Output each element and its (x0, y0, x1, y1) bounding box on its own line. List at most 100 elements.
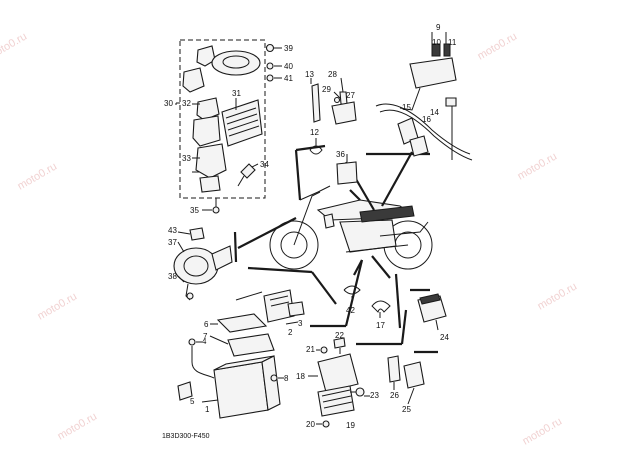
callout-24: 24 (440, 333, 449, 342)
callout-10: 10 (432, 38, 441, 47)
callout-2: 2 (288, 328, 293, 337)
callout-14: 14 (430, 108, 439, 117)
cdi-unit (221, 99, 263, 147)
battery-cover-7 (227, 333, 275, 357)
callout-30: 30 (164, 99, 173, 108)
grommet-23 (355, 387, 365, 397)
watermark-text: moto0.ru (476, 30, 520, 62)
watermark-text: moto0.ru (56, 410, 100, 442)
seat (359, 205, 415, 223)
callout-25: 25 (402, 405, 411, 414)
battery (213, 361, 269, 419)
watermark-text: moto0.ru (516, 150, 560, 182)
leader-lines (233, 144, 438, 354)
callout-42: 42 (346, 306, 355, 315)
bolt-20 (322, 420, 330, 428)
watermark-text: moto0.ru (536, 280, 580, 312)
callout-17: 17 (376, 321, 385, 330)
clip-12 (309, 145, 323, 155)
callout-23: 23 (370, 391, 379, 400)
screw (212, 206, 220, 214)
battery-box-6 (216, 313, 268, 333)
lock-cylinder (196, 45, 216, 67)
watermark-text: moto0.ru (521, 415, 565, 447)
bolt (265, 43, 275, 53)
handlebar (375, 103, 471, 155)
callout-32: 32 (182, 99, 191, 108)
cable (191, 346, 215, 379)
callout-9: 9 (436, 23, 441, 32)
watermark-text: moto0.ru (16, 160, 60, 192)
callout-41: 41 (284, 74, 293, 83)
watermark-text: moto0.ru (0, 30, 29, 62)
front-wheel (269, 220, 319, 270)
callout-7: 7 (203, 332, 208, 341)
callout-28: 28 (328, 70, 337, 79)
callout-5: 5 (190, 397, 195, 406)
bolt-8 (270, 374, 278, 382)
callout-29: 29 (322, 85, 331, 94)
callout-43: 43 (168, 226, 177, 235)
callout-26: 26 (390, 391, 399, 400)
starter-relay (263, 289, 295, 323)
watermark-layer: moto0.ru moto0.ru moto0.ru moto0.ru moto… (0, 30, 579, 447)
callout-11: 11 (448, 38, 457, 47)
motorcycle-silhouette (269, 185, 433, 270)
callout-18: 18 (296, 372, 305, 381)
rectifier-19 (317, 385, 355, 417)
callout-3: 3 (298, 319, 303, 328)
relay-cover (287, 301, 305, 317)
callout-19: 19 (346, 421, 355, 430)
wire-14 (448, 103, 453, 160)
switch-body (195, 143, 227, 179)
ignition-switch-group (175, 39, 282, 214)
callout-8: 8 (284, 374, 289, 383)
bolt-4 (188, 338, 196, 346)
callout-34: 34 (260, 160, 269, 169)
callout-16: 16 (422, 115, 431, 124)
callout-21: 21 (306, 345, 315, 354)
relay-27 (331, 101, 357, 125)
handlebar-switch-group (375, 32, 473, 161)
callout-40: 40 (284, 62, 293, 71)
callout-6: 6 (204, 320, 209, 329)
regulator-bracket (317, 353, 359, 393)
figure-code: 1B3D300-F450 (162, 433, 210, 440)
callout-35: 35 (190, 206, 199, 215)
regulator-group (308, 337, 370, 428)
callout-22: 22 (335, 331, 344, 340)
bolt-21 (320, 346, 328, 354)
clamp-42 (343, 285, 361, 295)
nut (266, 74, 274, 82)
switch-16 (409, 135, 429, 157)
group-dashed-frame (179, 39, 266, 199)
lock-set (182, 67, 205, 93)
callout-36: 36 (336, 150, 345, 159)
misc-parts (343, 285, 447, 405)
callout-13: 13 (305, 70, 314, 79)
callout-37: 37 (168, 238, 177, 247)
callout-12: 12 (310, 128, 319, 137)
part-22 (333, 337, 346, 349)
callout-38: 38 (168, 272, 177, 281)
callout-15: 15 (402, 103, 411, 112)
vent-hose-5 (177, 381, 193, 401)
callout-33: 33 (182, 154, 191, 163)
switch-base (199, 175, 221, 193)
bracket-43 (189, 227, 205, 241)
callout-31: 31 (232, 89, 241, 98)
rod-13 (311, 83, 321, 123)
unit-25 (403, 361, 425, 389)
battery-group (177, 338, 284, 419)
upper-center-parts (309, 77, 358, 185)
flasher-26 (387, 355, 401, 383)
horn-group (173, 227, 233, 301)
fuel-cap-lock (211, 50, 261, 76)
key (240, 163, 256, 179)
main-switch (192, 115, 221, 147)
clamp-17 (371, 300, 391, 313)
callout-27: 27 (346, 91, 355, 100)
callout-20: 20 (306, 420, 315, 429)
